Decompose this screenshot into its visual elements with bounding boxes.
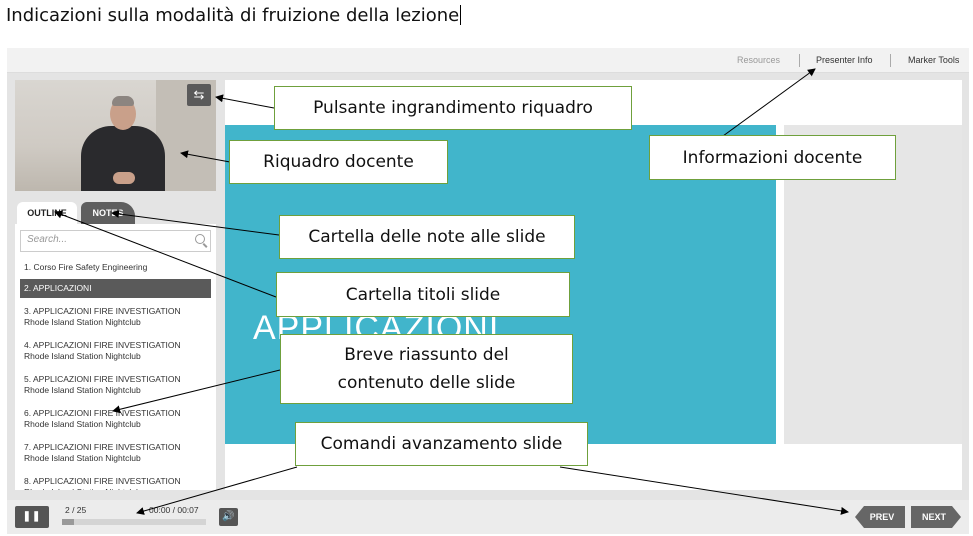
outline-list: 1. Corso Fire Safety Engineering 2. APPLI… (20, 260, 211, 490)
outline-item-subtitle: Rhode Island Station Nightclub (24, 453, 141, 463)
tab-notes[interactable]: NOTES (81, 202, 135, 224)
outline-item-subtitle: Rhode Island Station Nightclub (24, 351, 141, 361)
outline-item-subtitle: Rhode Island Station Nightclub (24, 317, 141, 327)
outline-item[interactable]: 1. Corso Fire Safety Engineering (20, 260, 211, 275)
outline-item-title: 4. APPLICAZIONI FIRE INVESTIGATION (24, 340, 181, 350)
outline-item-title: 2. APPLICAZIONI (24, 283, 92, 293)
swap-expand-icon[interactable]: ⇆ (187, 84, 211, 106)
search-box (20, 230, 211, 252)
search-icon[interactable] (195, 234, 205, 244)
outline-item-title: 1. Corso Fire Safety Engineering (24, 262, 148, 272)
callout-notes-tab: Cartella delle note alle slide (279, 215, 575, 259)
progress-bar[interactable] (62, 519, 206, 525)
tab-marker-tools[interactable]: Marker Tools (908, 55, 960, 65)
tab-outline[interactable]: OUTLINE (17, 202, 77, 224)
progress-fill (62, 519, 74, 525)
pause-button[interactable]: ❚❚ (15, 506, 49, 528)
callout-outline-tab: Cartella titoli slide (276, 272, 570, 317)
text-cursor (460, 5, 462, 25)
topbar-divider (799, 54, 800, 67)
topbar-divider (890, 54, 891, 67)
callout-presenter-info: Informazioni docente (649, 135, 896, 180)
tab-presenter-info[interactable]: Presenter Info (816, 55, 873, 65)
outline-item-subtitle: Rhode Island Station Nightclub (24, 419, 141, 429)
outline-panel: 1. Corso Fire Safety Engineering 2. APPLI… (15, 224, 216, 490)
sidebar-tabs: OUTLINE NOTES (15, 198, 216, 224)
playback-controls: ❚❚ 2 / 25 00:00 / 00:07 🔊 PREV NEXT (7, 500, 969, 534)
outline-item-title: 8. APPLICAZIONI FIRE INVESTIGATION (24, 476, 181, 486)
outline-item[interactable]: 8. APPLICAZIONI FIRE INVESTIGATIONRhode … (20, 474, 211, 490)
outline-item[interactable]: 2. APPLICAZIONI (20, 279, 211, 298)
document-title: Indicazioni sulla modalità di fruizione … (6, 5, 462, 26)
volume-icon[interactable]: 🔊 (219, 508, 238, 526)
playback-time: 00:00 / 00:07 (149, 505, 199, 515)
next-button[interactable]: NEXT (911, 506, 961, 528)
sidebar: ⇆ OUTLINE NOTES 1. Corso Fire Safety Eng… (15, 80, 216, 490)
player-topbar: Resources Presenter Info Marker Tools (7, 48, 969, 73)
tab-resources[interactable]: Resources (737, 55, 781, 65)
outline-item-subtitle: Rhode Island Station Nightclub (24, 487, 207, 490)
callout-expand-button: Pulsante ingrandimento riquadro (274, 86, 632, 130)
outline-item-title: 7. APPLICAZIONI FIRE INVESTIGATION (24, 442, 181, 452)
search-input[interactable] (27, 234, 187, 245)
outline-item-title: 3. APPLICAZIONI FIRE INVESTIGATION (24, 306, 181, 316)
slide-counter: 2 / 25 (65, 505, 87, 515)
outline-item-title: 5. APPLICAZIONI FIRE INVESTIGATION (24, 374, 181, 384)
outline-item-subtitle: Rhode Island Station Nightclub (24, 385, 141, 395)
callout-navigation: Comandi avanzamento slide (295, 422, 588, 466)
callout-slide-summary: Breve riassunto del contenuto delle slid… (280, 334, 573, 404)
presenter-video: ⇆ (15, 80, 216, 191)
prev-button[interactable]: PREV (855, 506, 905, 528)
outline-item-title: 6. APPLICAZIONI FIRE INVESTIGATION (24, 408, 181, 418)
callout-presenter-video: Riquadro docente (229, 140, 448, 184)
